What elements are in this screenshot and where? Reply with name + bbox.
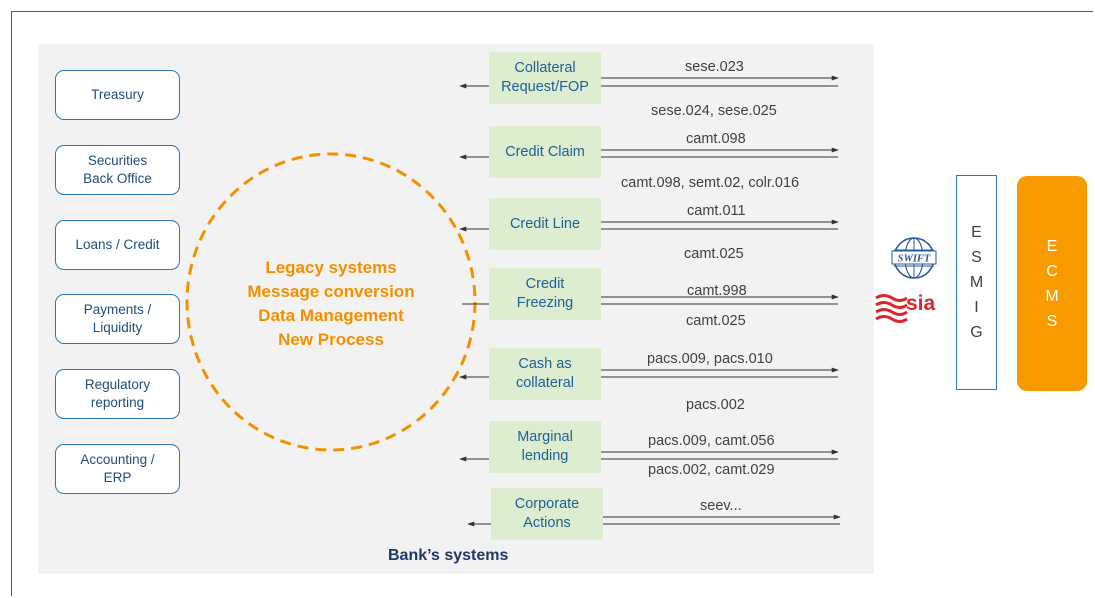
ecms-letter: S: [1046, 312, 1058, 330]
msg-in-cash: pacs.002: [686, 397, 745, 413]
swift-logo-icon: SWIFT: [891, 237, 937, 279]
msg-in-credit-freezing: camt.025: [686, 313, 746, 329]
msg-in-credit-claim: camt.098, semt.02, colr.016: [621, 175, 800, 191]
ecms-letter: M: [1045, 287, 1059, 305]
flow-marginal-lending: Marginal lending: [489, 421, 601, 473]
bank-systems-title: Bank’s systems: [388, 547, 509, 564]
flow-cash-as-collateral: Cash as collateral: [489, 348, 601, 400]
esmig-letter: I: [974, 299, 979, 316]
center-line-3: Data Management: [258, 306, 404, 325]
ecms-letter: C: [1046, 262, 1058, 280]
flow-collateral-request: Collateral Request/FOP: [489, 52, 601, 104]
esmig-letter: E: [971, 224, 982, 241]
system-treasury: Treasury: [55, 70, 180, 120]
esmig-letter: S: [971, 249, 982, 266]
msg-in-marginal: pacs.002, camt.029: [648, 462, 775, 478]
esmig-letter: G: [970, 324, 983, 341]
ecms-box: E C M S: [1017, 176, 1087, 391]
msg-out-marginal: pacs.009, camt.056: [648, 433, 775, 449]
outer-frame: [11, 11, 1093, 596]
flow-credit-line: Credit Line: [489, 198, 601, 250]
center-line-2: Message conversion: [247, 282, 415, 301]
system-loans-credit: Loans / Credit: [55, 220, 180, 270]
central-dashed-circle: [185, 152, 477, 452]
flow-credit-claim: Credit Claim: [489, 126, 601, 178]
system-securities-back-office: Securities Back Office: [55, 145, 180, 195]
msg-out-credit-line: camt.011: [687, 203, 746, 219]
msg-out-credit-claim: camt.098: [686, 131, 746, 147]
center-line-4: New Process: [278, 330, 384, 349]
system-regulatory-reporting: Regulatory reporting: [55, 369, 180, 419]
flow-corporate-actions: Corporate Actions: [491, 488, 603, 540]
sia-label: sia: [906, 292, 936, 315]
msg-out-cash: pacs.009, pacs.010: [647, 351, 773, 367]
swift-label: SWIFT: [898, 254, 931, 265]
msg-in-collateral: sese.024, sese.025: [651, 103, 777, 119]
system-payments-liquidity: Payments / Liquidity: [55, 294, 180, 344]
center-line-1: Legacy systems: [265, 258, 397, 277]
flow-credit-freezing: Credit Freezing: [489, 268, 601, 320]
ecms-letter: E: [1046, 237, 1058, 255]
central-process-text: Legacy systems Message conversion Data M…: [228, 256, 434, 352]
system-accounting-erp: Accounting / ERP: [55, 444, 180, 494]
esmig-letter: M: [969, 274, 984, 291]
msg-out-collateral: sese.023: [685, 59, 744, 75]
msg-out-credit-freezing: camt.998: [687, 283, 747, 299]
esmig-box: E S M I G: [956, 175, 997, 390]
msg-out-corporate: seev...: [700, 498, 742, 514]
sia-logo-icon: [875, 294, 908, 323]
msg-in-credit-line: camt.025: [684, 246, 744, 262]
